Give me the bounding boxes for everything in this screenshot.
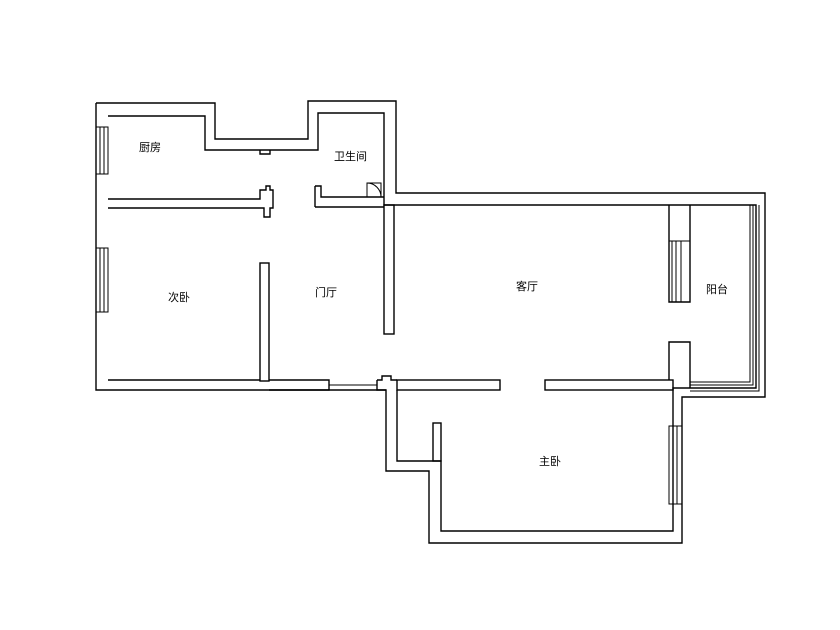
- entrance-door: [329, 375, 397, 391]
- room-label-bathroom: 卫生间: [334, 149, 367, 163]
- balcony-partitions: [668, 205, 691, 388]
- living-master-wall: [396, 379, 674, 462]
- room-label-master-bedroom: 主卧: [539, 455, 561, 468]
- balcony-window: [690, 205, 760, 392]
- room-label-living-room: 客厅: [516, 279, 538, 293]
- master-bedroom-window: [668, 425, 683, 505]
- bedroom-window: [95, 247, 109, 313]
- room-label-second-bedroom: 次卧: [168, 290, 190, 304]
- foyer-living-wall: [383, 204, 395, 335]
- kitchen-bedroom-wall: [108, 150, 274, 218]
- outer-walls: [95, 100, 766, 544]
- room-label-balcony: 阳台: [706, 282, 728, 296]
- bedroom-foyer-wall: [108, 262, 330, 391]
- room-label-kitchen: 厨房: [139, 141, 161, 154]
- kitchen-window: [95, 126, 109, 175]
- room-label-foyer: 门厅: [315, 285, 337, 299]
- bathroom-wall: [314, 182, 384, 208]
